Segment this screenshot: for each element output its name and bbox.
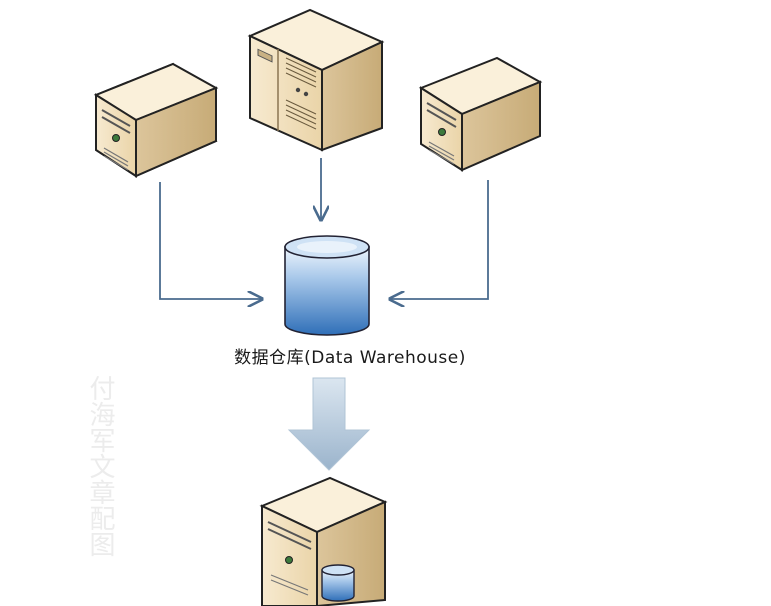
watermark-text: 付海军文章配图 <box>85 375 115 557</box>
arrow-left-to-warehouse <box>159 182 262 299</box>
power-led-icon <box>285 556 293 564</box>
big-down-arrow-icon <box>287 377 371 471</box>
source-server-right <box>418 56 543 172</box>
data-warehouse-cylinder-icon <box>284 235 370 336</box>
database-icon <box>321 564 355 602</box>
warehouse-label: 数据仓库(Data Warehouse) <box>234 348 466 368</box>
arrow-right-to-warehouse <box>390 180 489 299</box>
target-server-bottom <box>259 476 388 606</box>
power-led-icon <box>112 134 120 142</box>
source-server-center <box>247 8 385 152</box>
power-led-icon <box>438 128 446 136</box>
source-server-left <box>93 62 219 178</box>
